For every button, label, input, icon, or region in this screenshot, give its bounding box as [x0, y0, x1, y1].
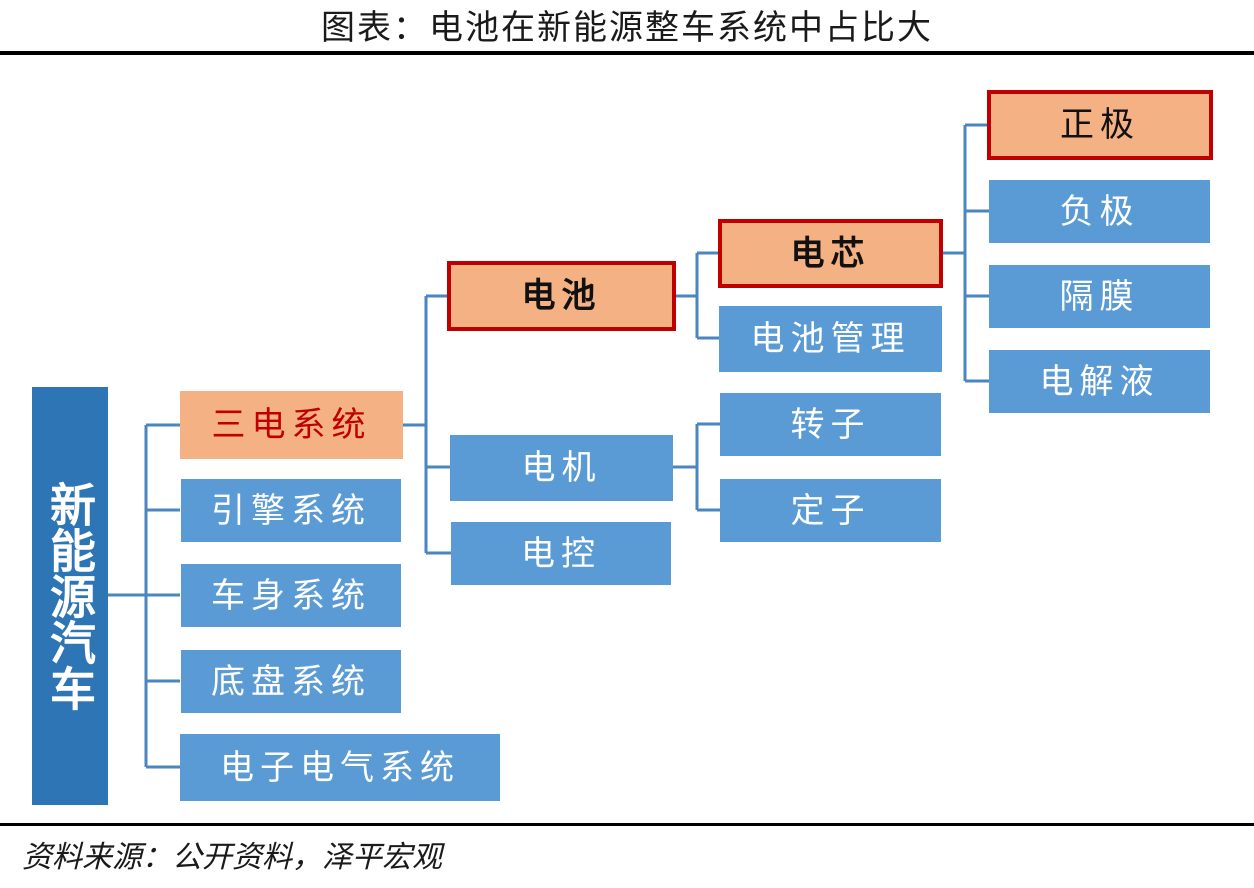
bottom-rule: [0, 823, 1254, 826]
node-level3-0: 电芯: [718, 219, 943, 288]
source-note: 资料来源：公开资料，泽平宏观: [22, 840, 442, 875]
node-level2-0: 电池: [447, 261, 676, 331]
node-level3-3: 定子: [720, 479, 941, 542]
node-level2-1: 电机: [450, 435, 673, 501]
node-level4-2: 隔膜: [989, 265, 1210, 328]
node-level4-0: 正极: [987, 90, 1213, 160]
node-level1-0: 三电系统: [180, 391, 403, 459]
node-level1-1: 引擎系统: [181, 479, 401, 542]
top-rule: [0, 51, 1254, 55]
diagram-title: 图表：电池在新能源整车系统中占比大: [321, 8, 933, 48]
node-level4-1: 负极: [989, 180, 1210, 243]
node-root: 新能源汽车: [32, 387, 108, 805]
node-level1-2: 车身系统: [181, 564, 401, 627]
node-level2-2: 电控: [451, 522, 671, 585]
node-level1-3: 底盘系统: [181, 650, 401, 713]
node-level3-2: 转子: [720, 393, 941, 456]
node-level4-3: 电解液: [989, 350, 1210, 413]
node-level1-4: 电子电气系统: [180, 734, 500, 801]
node-level3-1: 电池管理: [719, 306, 942, 372]
